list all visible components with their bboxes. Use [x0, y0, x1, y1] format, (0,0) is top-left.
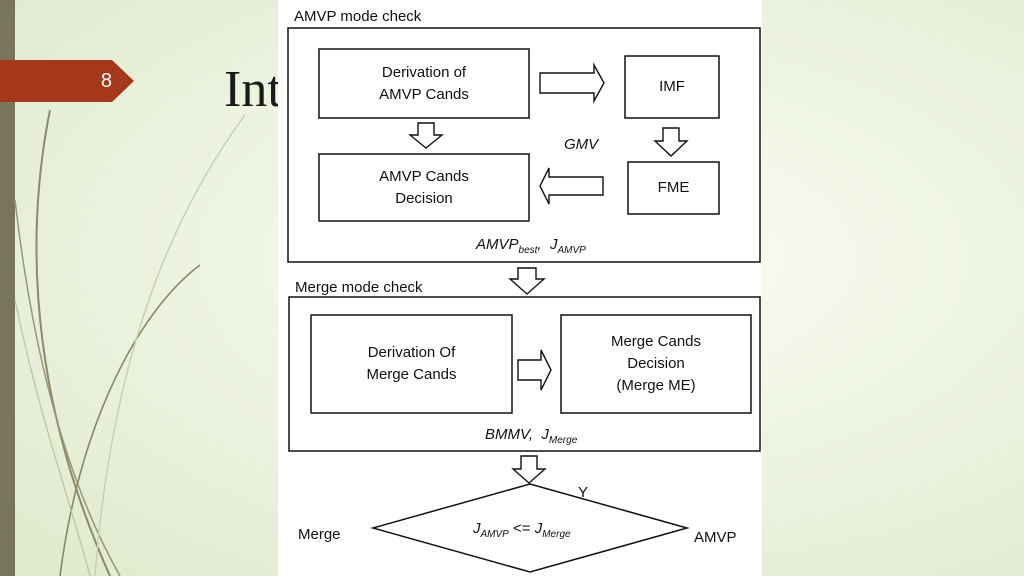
imf-box — [624, 55, 720, 119]
amvp-decision-label: AMVP Cands Decision — [319, 154, 529, 221]
left-accent-bar — [0, 0, 15, 576]
page-number: 8 — [100, 70, 112, 92]
derivation-amvp-label: Derivation of AMVP Cands — [319, 49, 529, 118]
derivation-merge-box — [310, 314, 513, 414]
merge-result-label: BMMV, JMerge — [485, 426, 577, 446]
arrow-imf-to-fme — [653, 127, 689, 157]
y-label: Y — [578, 484, 589, 501]
derivation-amvp-box — [318, 48, 530, 119]
decision-right-sub: Merge — [542, 529, 571, 540]
decision-left-sub: AMVP — [480, 529, 509, 540]
arrow-merge-derivation-to-decision — [517, 349, 552, 391]
arrow-fme-to-decision — [539, 167, 604, 205]
decision-left: J — [473, 520, 481, 537]
amvp-decision-box — [318, 153, 530, 222]
decision-op: <= — [513, 520, 531, 537]
fme-box — [627, 161, 720, 215]
amvp-decision-line2: Decision — [395, 189, 453, 207]
page-number-tag — [0, 60, 134, 102]
arrow-amvp-to-merge — [508, 267, 546, 295]
amvp-output-label: AMVP — [694, 529, 737, 546]
derivation-amvp-line2: AMVP Cands — [379, 85, 469, 103]
merge-decision-box — [560, 314, 752, 414]
derivation-merge-line2: Merge Cands — [366, 366, 457, 383]
imf-label: IMF — [659, 78, 685, 95]
decision-right: J — [534, 520, 543, 537]
flowchart-shapes — [287, 27, 761, 573]
merge-output-label: Merge — [298, 526, 341, 543]
merge-result-main2: J — [541, 426, 549, 443]
slide-title: Int — [224, 61, 282, 118]
merge-result-main1: BMMV, — [485, 426, 534, 443]
arrow-merge-to-diamond — [511, 455, 547, 484]
decorative-curves — [14, 109, 246, 576]
derivation-amvp-line1: Derivation of — [381, 63, 467, 81]
amvp-result-sub2: AMVP — [557, 245, 586, 256]
amvp-result-main1: AMVP — [476, 236, 519, 253]
derivation-merge-label: Derivation Of Merge Cands — [311, 315, 512, 413]
merge-section-title: Merge mode check — [295, 279, 423, 296]
merge-result-sub2: Merge — [548, 435, 578, 446]
flowchart-figure: AMVP mode check Derivation of AMVP Cands… — [278, 0, 762, 576]
merge-decision-line1: Merge Cands — [610, 333, 702, 350]
amvp-section-title: AMVP mode check — [294, 8, 422, 25]
fme-label: FME — [657, 179, 690, 196]
amvp-result-sub1: best — [518, 245, 538, 256]
merge-decision-label: Merge Cands Decision (Merge ME) — [561, 315, 751, 413]
merge-section-frame — [288, 296, 761, 452]
merge-decision-line2: Decision — [627, 355, 685, 372]
amvp-section-frame — [287, 27, 761, 263]
arrow-derivation-to-decision — [408, 122, 444, 149]
amvp-result-main2: J — [549, 236, 558, 253]
decision-diamond — [370, 483, 690, 573]
arrow-derivation-to-imf — [539, 62, 605, 104]
amvp-result-label: AMVPbest, JAMVP — [476, 236, 586, 256]
derivation-merge-line1: Derivation Of — [367, 344, 456, 361]
gmv-label: GMV — [564, 136, 599, 153]
amvp-result-sep: , — [537, 236, 542, 253]
merge-decision-line3: (Merge ME) — [616, 377, 696, 394]
amvp-decision-line1: AMVP Cands — [379, 167, 469, 185]
decision-condition: JAMVP <= JMerge — [473, 520, 571, 540]
